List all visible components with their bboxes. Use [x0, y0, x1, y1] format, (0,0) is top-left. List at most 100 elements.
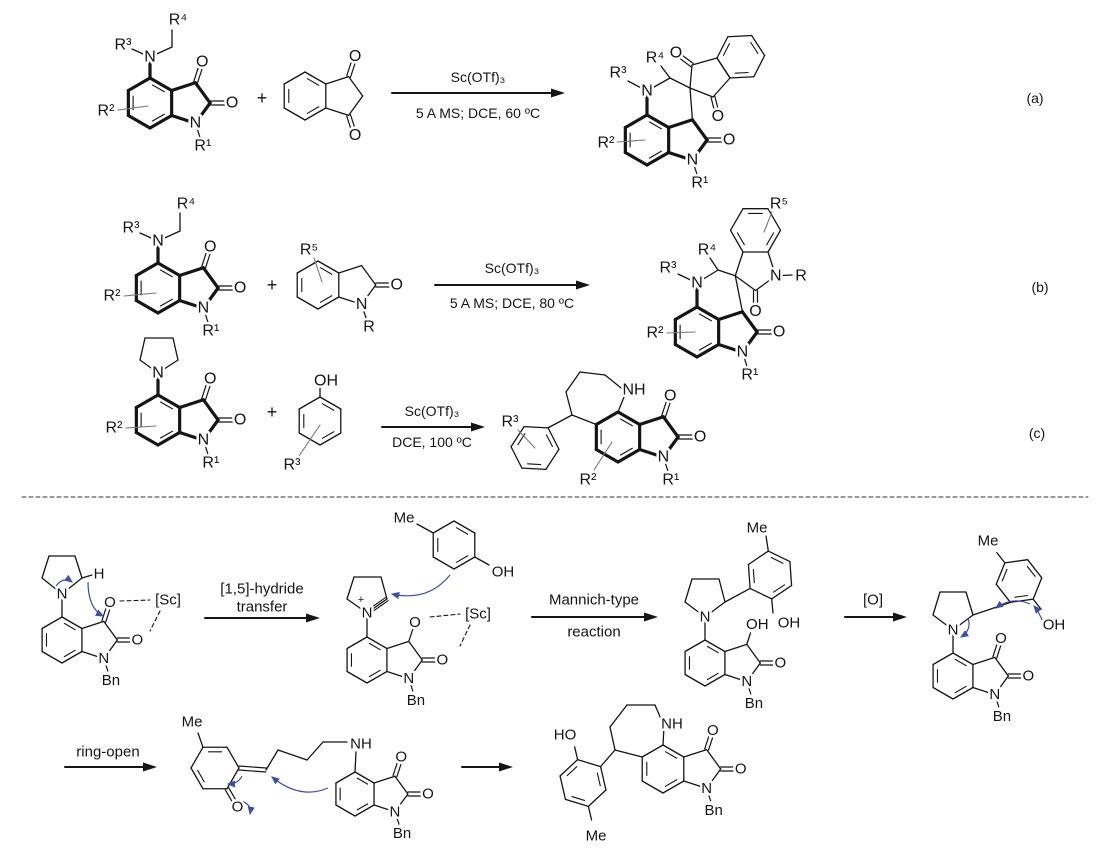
aromatic-inner-bond	[664, 751, 678, 759]
aromatic-inner-bond	[527, 463, 542, 466]
oxygen-label: O	[232, 798, 244, 815]
amine-nitrogen-label: N	[641, 83, 653, 100]
aromatic-inner-bond	[306, 78, 320, 86]
bond	[157, 230, 181, 242]
double-bond	[349, 114, 356, 129]
benzene-ring-bond	[716, 36, 729, 59]
benzene-ring-bond	[662, 780, 685, 794]
aromatic-inner-bond	[159, 401, 173, 410]
r2-label: R²	[580, 472, 598, 489]
five-ring-bond	[994, 675, 1009, 696]
aromatic-inner-bond	[1001, 568, 1008, 582]
benzene-ring-bond	[695, 342, 721, 359]
five-ring-bond	[178, 266, 206, 278]
oxygen-label: O	[422, 786, 434, 803]
electron-flow-arrow	[271, 776, 329, 793]
pyrroline-bond	[366, 598, 388, 614]
benzene-ring-bond	[673, 305, 699, 322]
aromatic-inner-bond	[368, 669, 381, 678]
pyrroline-bond	[346, 598, 368, 614]
oxygen-label: O	[436, 652, 448, 669]
bond	[277, 749, 308, 761]
plus-sign: +	[257, 88, 268, 108]
five-ring-bond	[683, 748, 708, 758]
five-ring-bond	[746, 643, 761, 664]
benzene-ring-bond	[704, 673, 726, 687]
benzene-ring-bond	[599, 765, 607, 791]
benzene-ring-bond	[366, 670, 388, 684]
aromatic-inner-bond	[1014, 594, 1028, 598]
aromatic-inner-bond	[648, 121, 662, 130]
bond	[571, 414, 597, 426]
double-bond	[396, 763, 402, 778]
bond	[746, 632, 752, 646]
step-label: transfer	[237, 599, 288, 616]
benzene-ring-bond	[767, 229, 782, 253]
five-ring-bond	[661, 435, 680, 459]
oxygen-label: O	[694, 429, 706, 446]
benzene-ring-bond	[673, 342, 699, 359]
oxygen-label: O	[773, 324, 785, 341]
electron-flow-arrow	[995, 600, 1031, 609]
aromatic-inner-bond	[698, 342, 712, 351]
pyrrolidine-bond	[932, 614, 954, 631]
methyl-label: Me	[747, 520, 768, 537]
hydroxyl-label: OH	[314, 373, 338, 390]
coordination-bond	[119, 599, 151, 602]
benzene-ring-bond	[1032, 577, 1043, 600]
bond	[565, 371, 581, 393]
amine-nitrogen-label: N	[152, 233, 164, 250]
bond	[609, 704, 628, 728]
benzene-ring-bond	[366, 636, 388, 650]
oxygen-label: O	[204, 238, 216, 255]
r4-label: R⁴	[698, 242, 717, 259]
five-ring-bond	[740, 330, 759, 354]
aromatic-inner-bond	[770, 557, 784, 564]
bond	[360, 284, 377, 306]
aromatic-inner-bond	[455, 527, 469, 535]
quinone-methide-ring-bond	[190, 767, 204, 790]
five-ring-bond	[103, 620, 118, 641]
r2-label: R²	[598, 135, 616, 152]
benzene-ring-bond	[704, 639, 726, 653]
oxygen-label: O	[234, 412, 246, 429]
benzene-ring-bond	[747, 563, 751, 590]
bond	[325, 75, 350, 85]
pyrrolidine-bond	[139, 359, 159, 374]
aromatic-inner-bond	[706, 672, 719, 681]
pyrrolidine-bond	[684, 578, 693, 603]
bond	[609, 726, 616, 751]
r4-label: R⁴	[646, 50, 665, 67]
bond	[662, 725, 665, 746]
bond	[712, 77, 731, 98]
amine-nitrogen-label: N	[948, 622, 959, 639]
r2-label: R²	[98, 103, 116, 120]
aromatic-inner-bond	[151, 84, 165, 93]
bond	[574, 746, 579, 761]
hydride-label: H	[94, 566, 105, 583]
benzene-ring-bond	[749, 587, 773, 600]
bond	[587, 805, 593, 821]
double-bond	[105, 609, 111, 623]
r2-label: R²	[106, 420, 124, 437]
arrowhead-icon	[471, 422, 485, 432]
bond	[765, 535, 769, 552]
scandium-label: [Sc]	[155, 592, 181, 609]
benzene-ring-bond	[296, 260, 319, 274]
r1-label: R¹	[202, 323, 219, 340]
conditions-label: 5 A MS; DCE, 60 ºC	[416, 105, 540, 121]
aromatic-inner-bond	[734, 71, 749, 74]
bond	[565, 391, 573, 416]
double-bond	[204, 253, 211, 269]
amine-nitrogen-label: N	[691, 275, 703, 292]
methyl-label: Me	[182, 714, 203, 731]
aromatic-inner-bond	[151, 113, 165, 122]
five-ring-bond	[394, 793, 409, 813]
benzene-ring-bond	[354, 804, 375, 817]
plus-sign: +	[267, 402, 278, 422]
benzyl-label: Bn	[705, 802, 723, 819]
n-substituent-bond	[408, 678, 414, 692]
benzene-ring-bond	[510, 425, 525, 448]
bond	[131, 48, 151, 58]
benzene-ring-bond	[1009, 598, 1034, 603]
